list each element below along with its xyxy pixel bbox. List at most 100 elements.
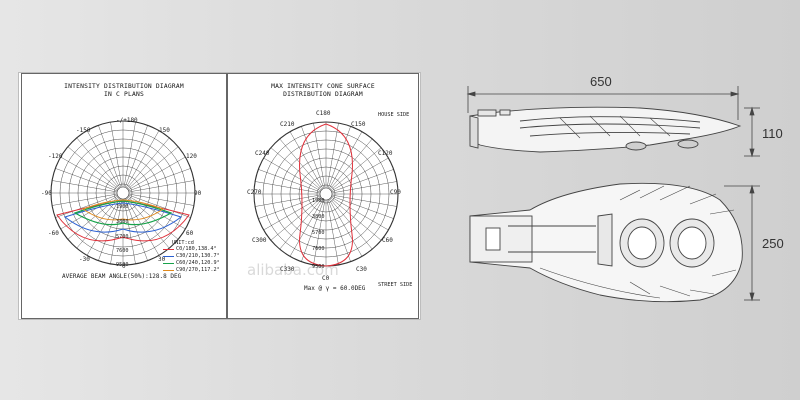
cone-outline (299, 123, 353, 267)
grid-spoke (60, 156, 118, 191)
grid-spoke (289, 131, 324, 189)
grid-spoke (128, 156, 186, 191)
grid-spoke (98, 125, 122, 188)
grid-spoke (331, 169, 394, 193)
angle-label-neg30: -30 (79, 256, 90, 263)
grid-spoke (86, 198, 121, 256)
unit-label: UNIT:cd (172, 240, 194, 246)
c-label-c330: C330 (280, 266, 295, 273)
legend-c90: C90/270,117.2° (176, 267, 220, 273)
grid-spoke (98, 198, 122, 261)
grid-spoke (331, 157, 389, 192)
angle-label-neg150: -150 (76, 127, 91, 134)
grid-spoke (55, 194, 118, 218)
radial-label-3800: 3800 (116, 219, 129, 225)
width-dimension-line (724, 184, 760, 302)
radial-label-5700: 5700 (116, 234, 129, 240)
cone-radial-9500: 9500 (312, 264, 325, 270)
grid-spoke (123, 122, 136, 188)
cone-radial-5700: 5700 (312, 230, 325, 236)
angle-label-30: 30 (158, 256, 166, 263)
right-diagram-title: MAX INTENSITY CONE SURFACE (271, 83, 375, 90)
length-value: 650 (590, 74, 612, 89)
legend-swatch-c90 (163, 270, 174, 271)
grid-spoke (279, 138, 323, 190)
intensity-polar-chart (50, 120, 196, 266)
grid-spoke (331, 194, 397, 207)
grid-spoke (328, 199, 363, 257)
grid-spoke (326, 199, 339, 265)
angle-label-180: -/+180 (116, 117, 138, 124)
grid-spoke (76, 137, 120, 189)
watermark: alibaba.com (247, 261, 339, 279)
grid-spoke (255, 181, 321, 194)
angle-label-60: 60 (186, 230, 194, 237)
grid-spoke (329, 138, 373, 190)
grid-spoke (128, 168, 191, 192)
cone-polar-chart (253, 121, 399, 267)
grid-spoke (331, 196, 389, 231)
angle-label-150: 150 (159, 127, 170, 134)
radial-label-9500: 9500 (116, 262, 129, 268)
grid-spoke (289, 199, 324, 257)
grid-spoke (124, 125, 148, 188)
grid-spoke (125, 198, 160, 256)
grid-spoke (126, 137, 170, 189)
grid-spoke (128, 180, 194, 193)
cone-radial-7600: 7600 (312, 246, 325, 252)
grid-spoke (125, 130, 160, 188)
grid-spoke (124, 198, 148, 261)
top-view-profile (469, 182, 743, 303)
legend-swatch-c0 (163, 249, 174, 250)
radial-label-1900: 1900 (116, 204, 129, 210)
curve-c30 (63, 202, 183, 233)
legend-c30: C30/210,130.7° (176, 253, 220, 259)
grid-spoke (270, 197, 322, 241)
left-diagram-subtitle: IN C PLANS (104, 91, 144, 98)
grid-spoke (67, 196, 119, 240)
grid-spoke (270, 147, 322, 191)
grid-spoke (331, 181, 397, 194)
grid-spoke (328, 131, 363, 189)
angle-label-neg120: -120 (48, 153, 63, 160)
grid-spoke (110, 198, 123, 264)
angle-label-0: 0 (122, 263, 126, 270)
legend-c0: C0/180,138.4° (176, 246, 217, 252)
c-label-c120: C120 (378, 150, 393, 157)
grid-spoke (127, 196, 179, 240)
grid-spoke (301, 199, 325, 262)
grid-spoke (255, 194, 321, 207)
c-label-c270: C270 (247, 189, 262, 196)
right-diagram-subtitle: DISTRIBUTION DIAGRAM (283, 91, 363, 98)
radial-label-7600: 7600 (116, 248, 129, 254)
c-label-c30: C30 (356, 266, 367, 273)
height-value: 110 (762, 126, 783, 141)
grid-spoke (313, 123, 326, 189)
grid-spoke (301, 126, 325, 189)
length-dimension-line (466, 86, 740, 120)
grid-spoke (326, 123, 339, 189)
c-label-c210: C210 (280, 121, 295, 128)
c-label-c90: C90 (390, 189, 401, 196)
average-beam-angle: AVERAGE BEAM ANGLE(50%):128.8 DEG (62, 273, 182, 280)
grid-spoke (263, 196, 321, 231)
c-label-c300: C300 (252, 237, 267, 244)
grid-spoke (258, 195, 321, 219)
grid-spoke (258, 169, 321, 193)
intensity-distribution-panel: INTENSITY DISTRIBUTION DIAGRAM IN C PLAN… (21, 73, 227, 319)
angle-label-neg60: -60 (48, 230, 59, 237)
c-label-c150: C150 (351, 121, 366, 128)
legend-swatch-c30 (163, 256, 174, 257)
side-view-profile (469, 106, 742, 153)
width-value: 250 (762, 236, 784, 251)
cone-radial-1900: 1900 (312, 198, 325, 204)
grid-spoke (127, 146, 179, 190)
c-label-c240: C240 (255, 150, 270, 157)
grid-spoke (123, 198, 136, 264)
grid-spoke (55, 168, 118, 192)
grid-spoke (263, 157, 321, 192)
angle-label-120: 120 (186, 153, 197, 160)
cone-surface-panel: MAX INTENSITY CONE SURFACE DISTRIBUTION … (227, 73, 419, 319)
grid-spoke (327, 126, 351, 189)
